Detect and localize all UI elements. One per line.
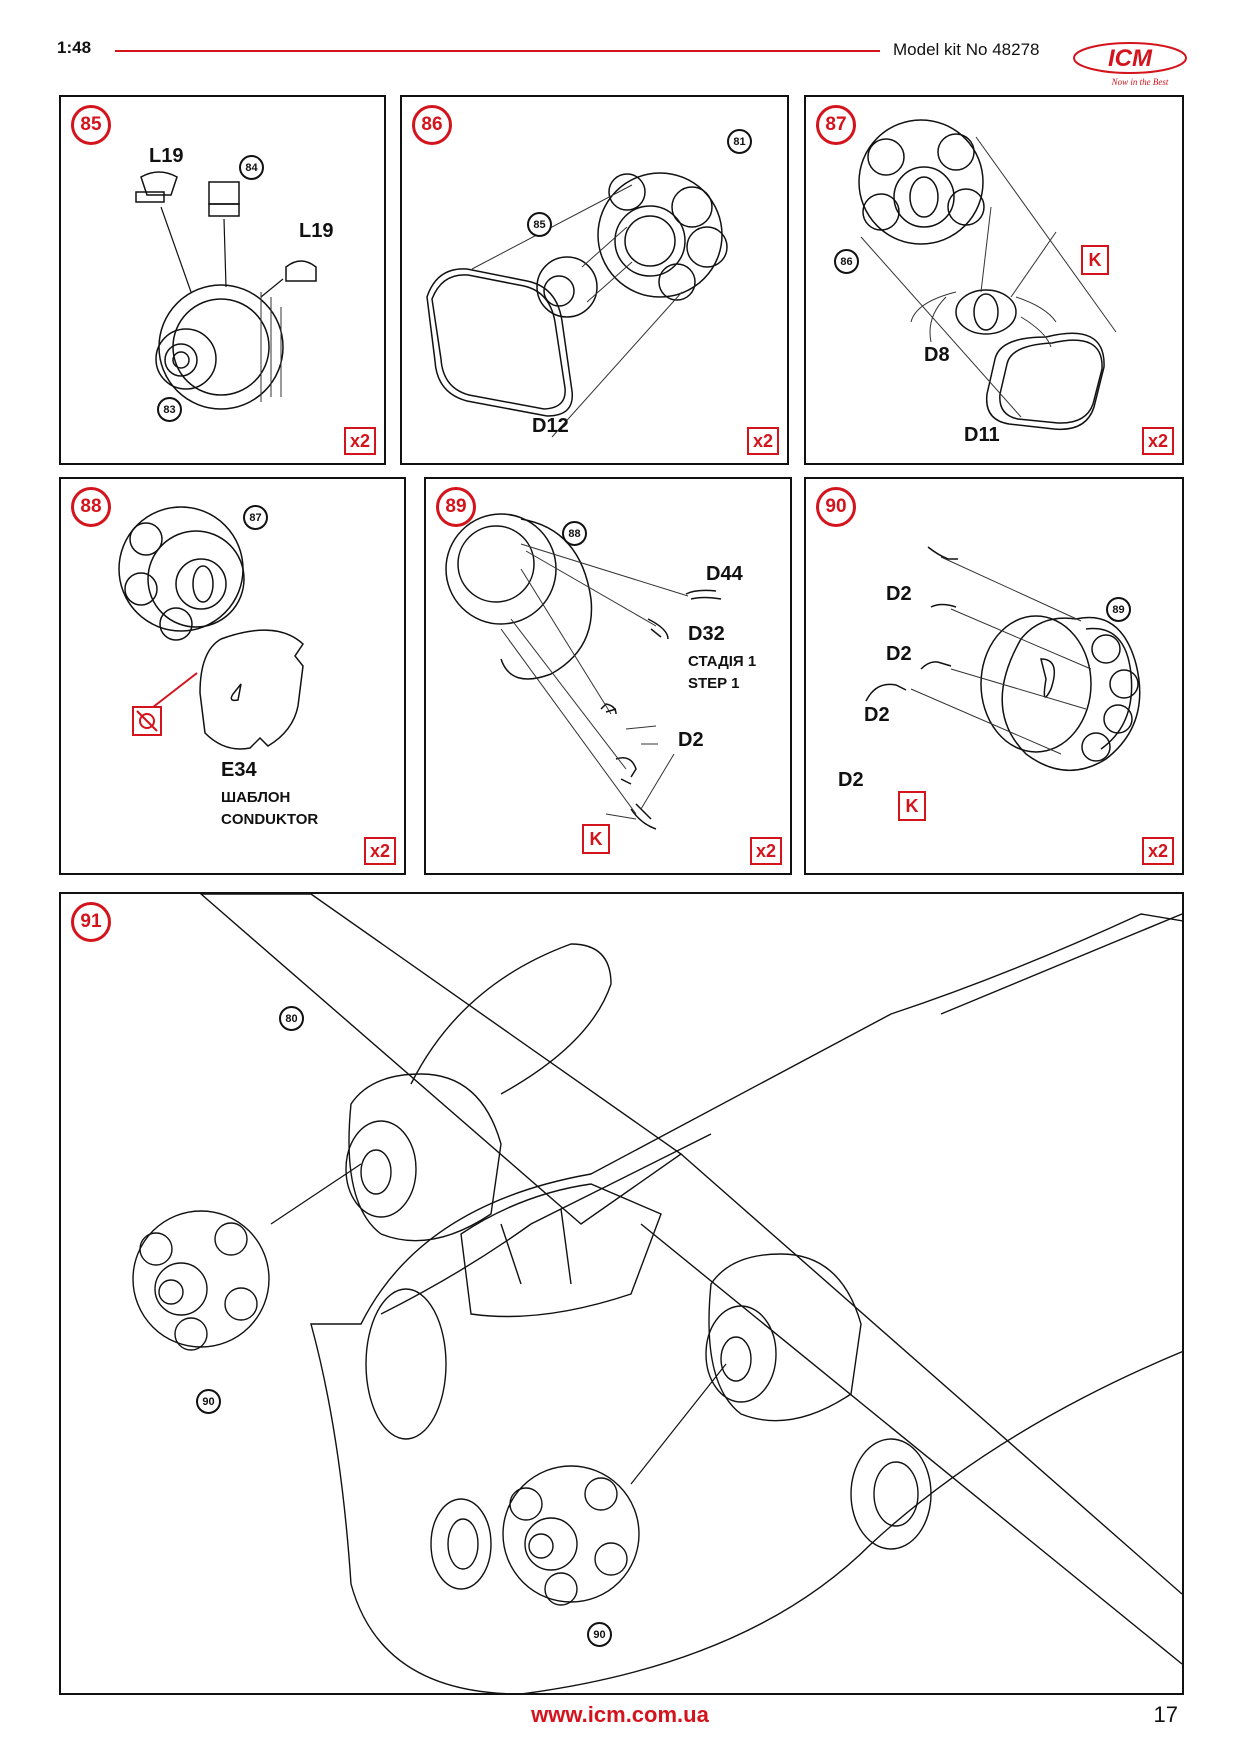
- step-91-illustration: [132, 894, 1182, 1693]
- stage-note-en: STEP 1: [688, 675, 740, 692]
- step-number: 85: [71, 105, 111, 145]
- step-88-panel: 88 87 E34 ШАБЛОН CONDUKTOR x2: [59, 477, 406, 875]
- part-label: D32: [688, 623, 725, 645]
- multiplier-badge: x2: [344, 427, 376, 455]
- ref-circle: 84: [239, 155, 264, 180]
- part-label: D11: [964, 424, 1000, 446]
- template-note-ua: ШАБЛОН: [221, 789, 291, 806]
- step-89-panel: 89 88 D44 D32 СТАДІЯ 1 STEP 1 D2 K x2: [424, 477, 792, 875]
- ref-circle: 90: [196, 1389, 221, 1414]
- ref-circle: 85: [527, 212, 552, 237]
- step-number: 88: [71, 487, 111, 527]
- step-87-panel: 87 86 K D8 D11 x2: [804, 95, 1184, 465]
- svg-text:Now in the Best: Now in the Best: [1111, 77, 1169, 87]
- step-90-illustration: [865, 546, 1141, 771]
- part-label: D8: [924, 344, 950, 366]
- ref-circle: 83: [157, 397, 182, 422]
- step-87-illustration: [858, 119, 1117, 431]
- ref-circle: 87: [243, 505, 268, 530]
- k-marker: K: [582, 824, 610, 854]
- ref-circle: 88: [562, 521, 587, 546]
- part-label: D44: [706, 563, 743, 585]
- part-label: D2: [864, 704, 890, 726]
- step-91-panel: 91 80 90 90: [59, 892, 1184, 1695]
- part-label: D2: [886, 643, 912, 665]
- svg-text:ICM: ICM: [1108, 45, 1153, 72]
- step-number: 89: [436, 487, 476, 527]
- k-marker: K: [1081, 245, 1109, 275]
- ref-circle: 81: [727, 129, 752, 154]
- multiplier-badge: x2: [1142, 837, 1174, 865]
- step-85-illustration: [135, 171, 317, 410]
- part-label: D2: [678, 729, 704, 751]
- stage-note-ua: СТАДІЯ 1: [688, 653, 757, 670]
- scale-label: 1:48: [57, 38, 92, 57]
- k-marker: K: [898, 791, 926, 821]
- step-number: 90: [816, 487, 856, 527]
- step-85-panel: 85 L19 84 L19 83 x2: [59, 95, 386, 465]
- kit-number: Model kit No 48278: [893, 40, 1040, 59]
- step-number: 91: [71, 902, 111, 942]
- ref-circle: 89: [1106, 597, 1131, 622]
- multiplier-badge: x2: [364, 837, 396, 865]
- icm-logo: ICM Now in the Best: [1073, 42, 1187, 87]
- step-86-panel: 86 81 85 D12 x2: [400, 95, 789, 465]
- header-rule: [115, 50, 880, 52]
- part-label: D2: [886, 583, 912, 605]
- ref-circle: 90: [587, 1622, 612, 1647]
- multiplier-badge: x2: [750, 837, 782, 865]
- part-label: D12: [532, 415, 569, 437]
- ref-circle: 80: [279, 1006, 304, 1031]
- step-90-panel: 90 D2 89 D2 D2 D2 K x2: [804, 477, 1184, 875]
- part-label: L19: [149, 145, 184, 167]
- step-number: 86: [412, 105, 452, 145]
- template-note-en: CONDUKTOR: [221, 811, 319, 828]
- step-number: 87: [816, 105, 856, 145]
- part-label: E34: [221, 759, 257, 781]
- page-number: 17: [1153, 1702, 1178, 1727]
- website-link[interactable]: www.icm.com.ua: [531, 1702, 709, 1727]
- part-label: L19: [299, 220, 334, 242]
- part-label: D2: [838, 769, 864, 791]
- step-86-illustration: [426, 172, 728, 438]
- multiplier-badge: x2: [747, 427, 779, 455]
- multiplier-badge: x2: [1142, 427, 1174, 455]
- ref-circle: 86: [834, 249, 859, 274]
- step-88-illustration: [118, 506, 304, 750]
